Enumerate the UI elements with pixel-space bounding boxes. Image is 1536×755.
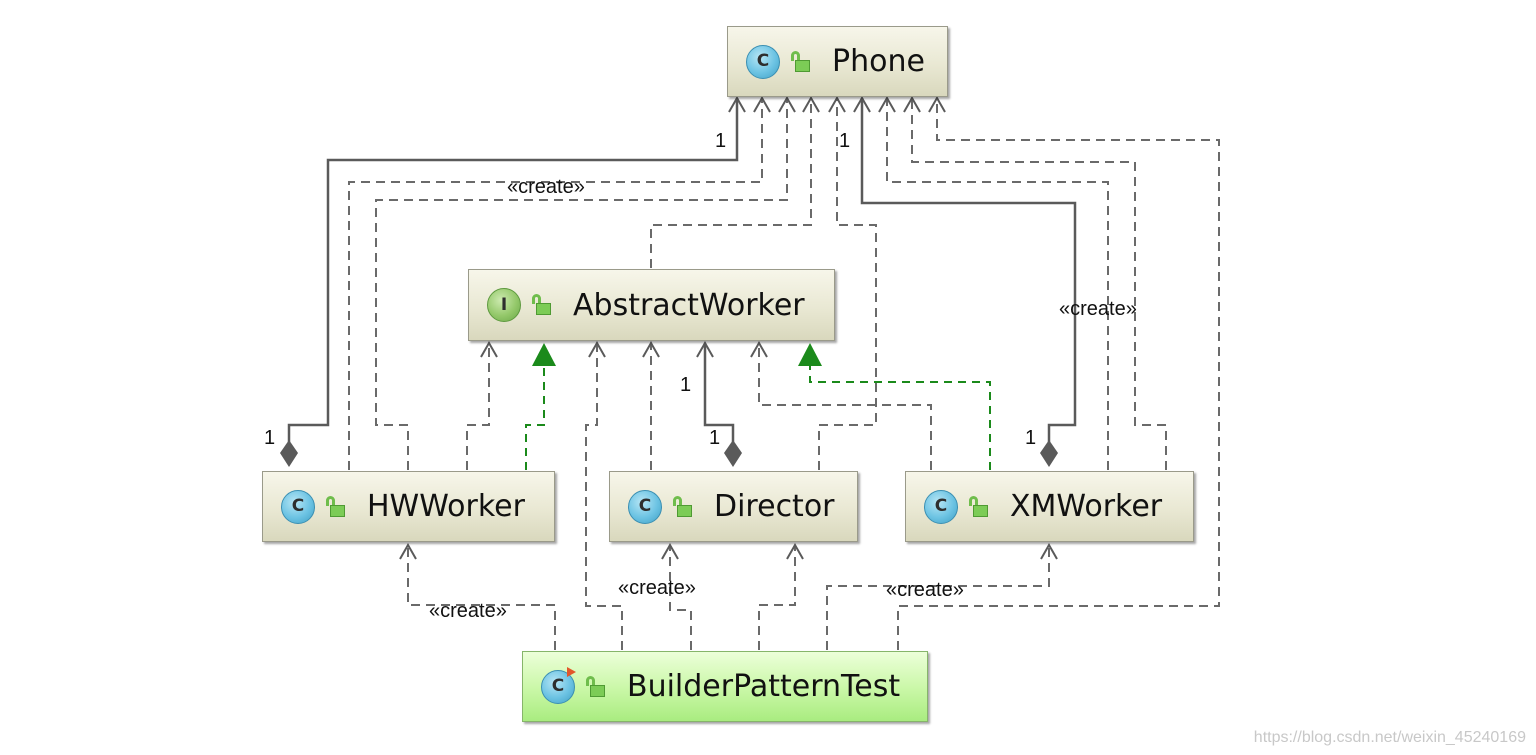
realization-triangle-2 [798, 343, 822, 366]
dep-hw-phone [375, 98, 788, 470]
class-name: HWWorker [367, 489, 525, 524]
dep-test-xm-create [826, 545, 1050, 650]
arrowhead-phone-6 [853, 95, 871, 113]
create-label-test-xm: «create» [886, 579, 964, 601]
unlock-icon [325, 495, 345, 518]
class-node-xmworker[interactable]: C XMWorker [905, 471, 1194, 542]
arrowhead-director-2 [786, 542, 804, 560]
realization-xm-abstract [809, 366, 991, 470]
multiplicity-label-hw-phone-top: 1 [715, 130, 727, 152]
arrowhead-director-1 [661, 542, 679, 560]
class-node-phone[interactable]: C Phone [727, 26, 948, 97]
dep-xm-phone-create [886, 98, 1109, 470]
class-icon: C [628, 489, 662, 524]
dep-hw-phone-create [348, 98, 763, 470]
dep-abstract-phone [650, 98, 812, 268]
class-icon: C [281, 489, 315, 524]
arrowhead-abstract-2 [588, 340, 606, 358]
composition-diamond-hw [280, 440, 298, 467]
dep-director-phone [818, 98, 877, 470]
arrowhead-phone-2 [753, 95, 771, 113]
dep-test-director [758, 545, 796, 650]
realization-hw-abstract [525, 366, 545, 470]
composition-diamond-xm [1040, 440, 1058, 467]
dep-test-director-create [669, 545, 692, 650]
realization-triangle-1 [532, 343, 556, 366]
interface-icon: I [487, 288, 521, 322]
arrowhead-xm [1040, 542, 1058, 560]
arrowhead-phone-5 [828, 95, 846, 113]
arrowhead-phone-1 [728, 95, 746, 113]
unlock-icon [672, 495, 692, 518]
arrowhead-phone-3 [778, 95, 796, 113]
multiplicity-label-hw-diamond: 1 [264, 427, 276, 449]
runnable-class-icon: C [541, 666, 576, 704]
unlock-icon [968, 495, 988, 518]
create-label-test-director: «create» [618, 577, 696, 599]
class-node-director[interactable]: C Director [609, 471, 858, 542]
dep-xm-abstract [758, 343, 932, 470]
arrowhead-abstract-5 [750, 340, 768, 358]
arrowhead-phone-4 [802, 95, 820, 113]
class-icon: C [924, 489, 958, 524]
arrowhead-abstract-4 [696, 340, 714, 358]
create-label-test-hw: «create» [429, 600, 507, 622]
class-node-builderpatterntest[interactable]: C BuilderPatternTest [522, 651, 928, 722]
multiplicity-label-director-abstract-top: 1 [680, 374, 692, 396]
class-icon: C [746, 44, 780, 79]
dep-test-phone [897, 98, 1220, 650]
class-name: XMWorker [1010, 489, 1163, 524]
class-name: Phone [832, 44, 925, 79]
class-node-hwworker[interactable]: C HWWorker [262, 471, 555, 542]
arrowhead-phone-9 [928, 95, 946, 113]
interface-name: AbstractWorker [573, 287, 805, 323]
arrowhead-abstract-1 [480, 340, 498, 358]
unlock-icon [531, 294, 551, 316]
interface-node-abstractworker[interactable]: I AbstractWorker [468, 269, 835, 341]
arrowhead-phone-8 [903, 95, 921, 113]
arrowhead-hw [399, 542, 417, 560]
composition-xm-phone [860, 98, 1077, 446]
class-name: Director [714, 489, 835, 524]
multiplicity-label-xm-diamond: 1 [1025, 427, 1037, 449]
dep-xm-phone [911, 98, 1167, 470]
arrowhead-abstract-3 [642, 340, 660, 358]
class-name: BuilderPatternTest [627, 669, 901, 704]
unlock-icon [585, 675, 605, 698]
multiplicity-label-xm-phone-top: 1 [839, 130, 851, 152]
create-label-hw-phone: «create» [507, 176, 585, 198]
multiplicity-label-director-diamond: 1 [709, 427, 721, 449]
composition-hw-phone [287, 98, 739, 446]
composition-diamond-director [724, 440, 742, 467]
create-label-xm-phone: «create» [1059, 298, 1137, 320]
dep-test-hw-create [407, 545, 556, 650]
watermark: https://blog.csdn.net/weixin_45240169 [1253, 729, 1526, 746]
dep-hw-abstract [466, 343, 490, 470]
arrowhead-phone-7 [878, 95, 896, 113]
composition-director-abstract [703, 343, 735, 446]
dep-test-abstract [585, 343, 623, 650]
unlock-icon [790, 50, 810, 73]
